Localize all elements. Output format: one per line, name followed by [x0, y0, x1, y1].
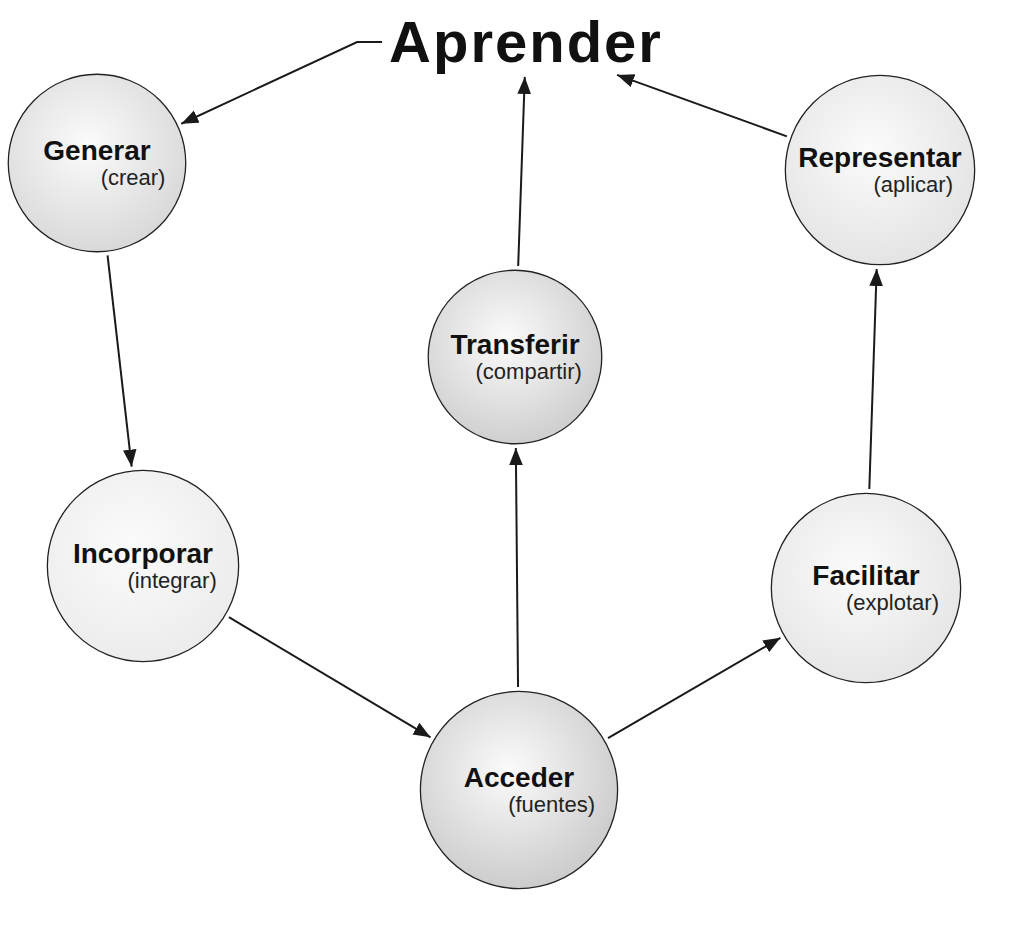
central-concept: Aprender: [385, 10, 667, 74]
concept-circle: Representar(aplicar): [784, 74, 976, 266]
node-heading: Representar: [798, 143, 961, 174]
node-heading: Incorporar: [73, 539, 213, 570]
node-heading: Generar: [43, 136, 150, 167]
node-subtitle: (fuentes): [508, 793, 595, 817]
node-subtitle: (crear): [101, 166, 166, 190]
flow-arrow: [608, 638, 780, 738]
concept-circle: Transferir(compartir): [427, 269, 603, 445]
concept-circle: Incorporar(integrar): [46, 469, 240, 663]
flow-arrow: [181, 42, 382, 124]
flow-arrow: [518, 77, 525, 266]
flow-arrow: [516, 448, 518, 687]
concept-circle: Facilitar(explotar): [770, 492, 962, 684]
flow-arrow: [869, 269, 876, 489]
flow-arrow: [108, 255, 132, 466]
node-subtitle: (compartir): [476, 360, 582, 384]
flow-arrow: [617, 75, 787, 136]
central-concept-label: Aprender: [385, 10, 667, 74]
flow-arrow: [229, 617, 431, 737]
node-subtitle: (aplicar): [874, 173, 953, 197]
concept-circle: Acceder(fuentes): [419, 690, 619, 890]
node-heading: Acceder: [464, 763, 575, 794]
node-subtitle: (explotar): [846, 591, 939, 615]
node-heading: Facilitar: [812, 561, 919, 592]
concept-circle: Generar(crear): [7, 73, 187, 253]
node-heading: Transferir: [450, 330, 579, 361]
node-subtitle: (integrar): [127, 569, 216, 593]
